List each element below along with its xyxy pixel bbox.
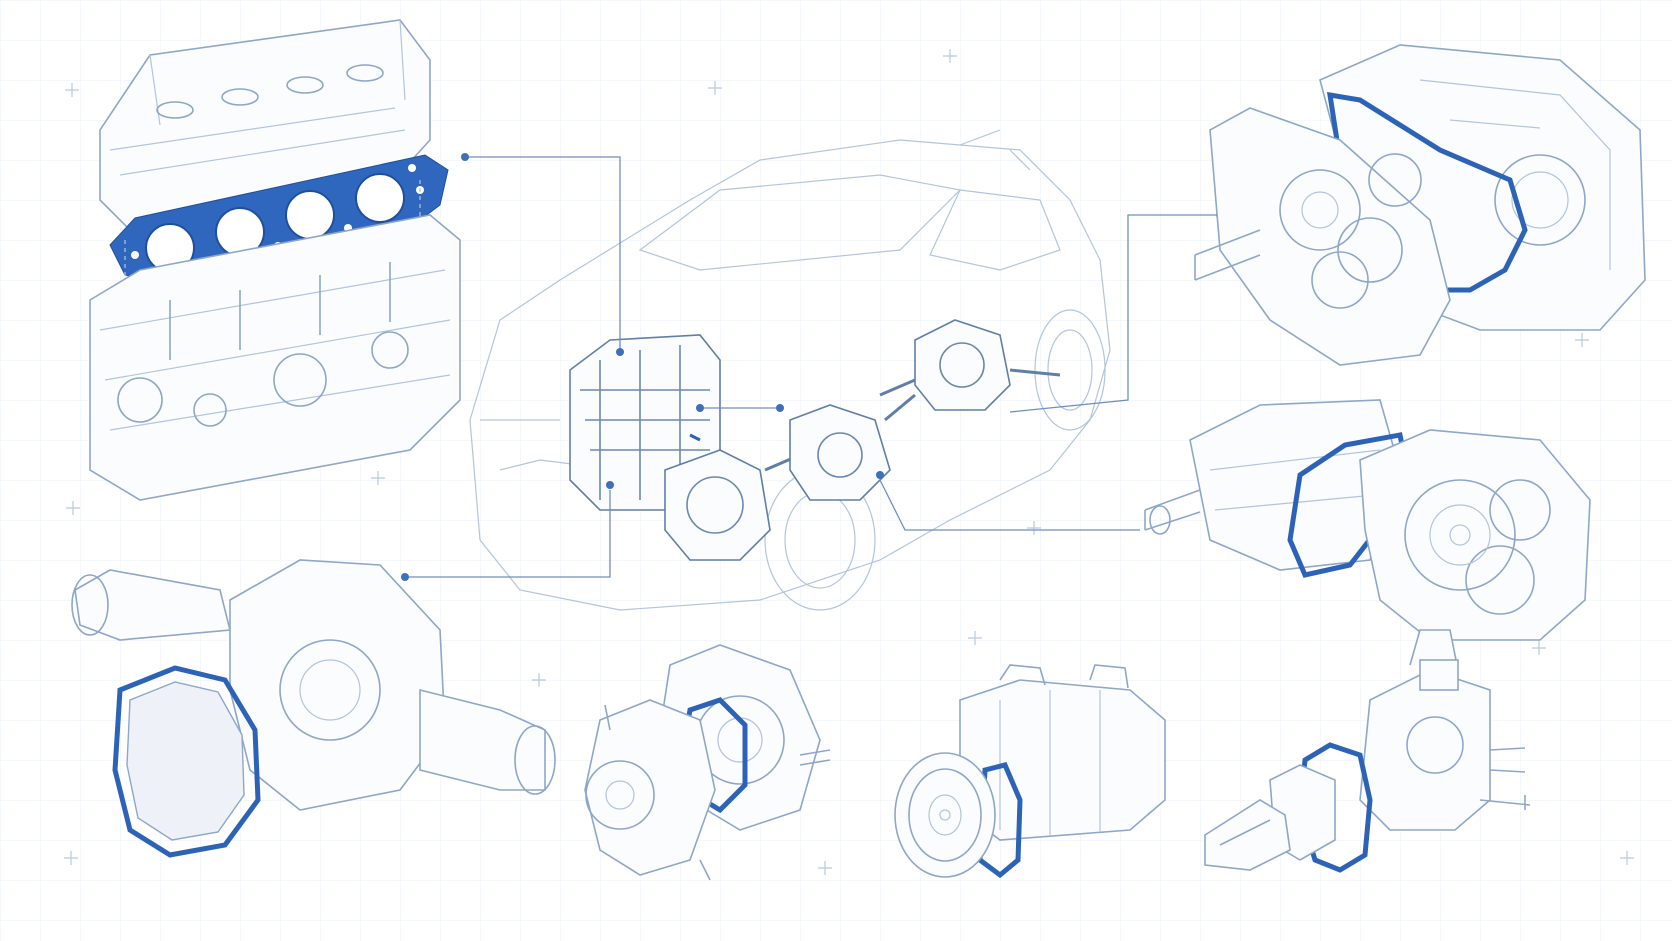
transmission-gasket-icon [1194,44,1646,366]
grid-crosshairs [64,49,1634,875]
water-pump-gasket-icon [584,644,831,881]
ac-compressor-gasket-icon [894,664,1166,879]
transfer-case-gasket-icon [1144,399,1591,641]
car-drivetrain-icon [469,129,1111,611]
cylinder-head-gasket-icon [89,19,461,501]
differential-cover-gasket-icon [71,559,556,858]
oil-pump-gasket-icon [1204,629,1531,873]
callout-lines [401,153,1224,581]
